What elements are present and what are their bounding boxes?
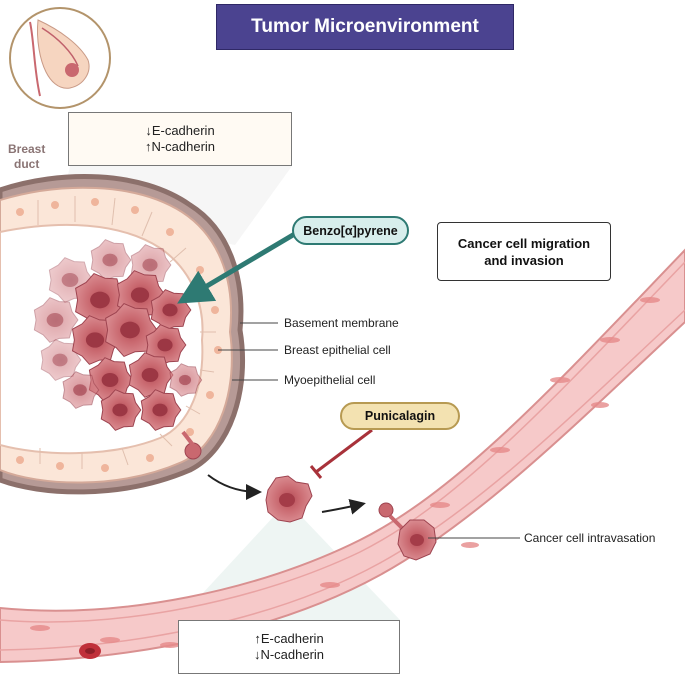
tumor-cell-nucleus: [90, 291, 110, 309]
migration-text-line-2: and invasion: [484, 252, 564, 268]
benzo-pyrene-label: Benzo[α]pyrene: [292, 216, 409, 245]
red-blood-cell: [79, 643, 101, 659]
migration-text-line-1: Cancer cell migration: [457, 235, 591, 251]
tumor-cell-nucleus: [130, 287, 150, 303]
page-title: Tumor Microenvironment: [216, 4, 514, 50]
tumor-cell: [40, 339, 82, 381]
n-cadherin-up: ↑N-cadherin: [144, 139, 216, 154]
tumor-cluster: [33, 239, 203, 431]
breast-duct-label-line-1: Breast: [8, 142, 46, 156]
tumor-cell-nucleus: [178, 374, 192, 386]
epithelial-cell-label: Breast epithelial cell: [284, 343, 391, 357]
intravasation-label: Cancer cell intravasation: [524, 531, 656, 545]
tumor-cell-nucleus: [73, 384, 87, 396]
cadherin-box-top: ↓E-cadherin ↑N-cadherin: [68, 112, 292, 166]
tumor-cell-nucleus: [61, 272, 79, 288]
tumor-cell-nucleus: [120, 321, 140, 339]
breast-anatomy-icon: [9, 7, 111, 109]
migration-arrow-1: [207, 474, 262, 500]
tumor-cell-nucleus: [141, 367, 159, 383]
tumor-cell-nucleus: [112, 403, 128, 417]
tumor-cell-nucleus: [142, 258, 158, 272]
cadherin-box-bottom: ↑E-cadherin ↓N-cadherin: [178, 620, 400, 674]
benzo-arrow: [177, 229, 300, 304]
myoepithelial-cell-label: Myoepithelial cell: [284, 373, 376, 387]
migration-arrow-2: [321, 498, 366, 515]
tumor-cell-nucleus: [157, 338, 173, 352]
tumor-cell-nucleus: [152, 403, 168, 417]
e-cadherin-down: ↓E-cadherin: [145, 123, 215, 138]
migration-invasion-box: Cancer cell migration and invasion: [437, 222, 611, 281]
breast-duct-label-line-2: duct: [14, 157, 40, 171]
basement-membrane-label: Basement membrane: [284, 316, 399, 330]
tumor-cell-nucleus: [85, 332, 105, 348]
punicalagin-inhibition: [315, 428, 373, 474]
punicalagin-label: Punicalagin: [340, 402, 460, 430]
tumor-cell-nucleus: [101, 372, 119, 388]
tumor-cell-nucleus: [52, 353, 68, 367]
n-cadherin-down: ↓N-cadherin: [253, 647, 325, 662]
migrating-cancer-cell: [181, 430, 437, 561]
tumor-cell-nucleus: [46, 312, 64, 328]
tumor-cell-nucleus: [162, 303, 178, 317]
tumor-cell-nucleus: [102, 253, 118, 267]
e-cadherin-up: ↑E-cadherin: [254, 631, 324, 646]
breast-duct-label: Breast duct: [8, 142, 45, 172]
